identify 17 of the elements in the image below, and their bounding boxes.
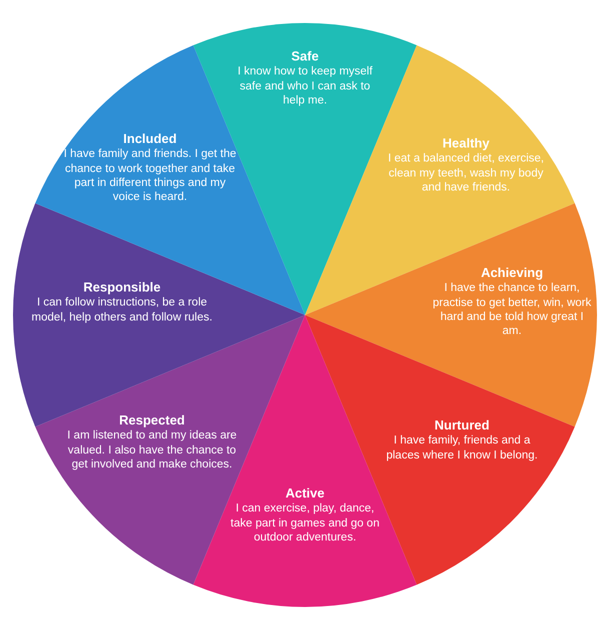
segment-title: Healthy (442, 135, 490, 152)
segment-title: Nurtured (434, 418, 490, 434)
segment-title: Achieving (480, 265, 544, 282)
segment-description: I know how to keep myself safe and who I can ask to help me. (236, 64, 374, 108)
segment-description: I have family and friends. I get the chance to work together and take part in different things and my voice is heard. (62, 147, 238, 205)
segment-description: I can follow instructions, be a role model, help others and follow rules. (30, 296, 214, 324)
segment-description: I can exercise, play, dance, take part in games and go on outdoor adventures. (230, 502, 380, 545)
segment-title: Responsible (82, 280, 162, 296)
segment-description: I have the chance to learn, practise to get better, win, work hard and be told how great I am. (432, 281, 592, 339)
segment-description: I have family, friends and a places where I know I belong. (385, 434, 539, 462)
segment-description: I am listened to and my ideas are valued. I also have the chance to get involved and make choices. (66, 428, 238, 472)
wheel-segment (13, 203, 305, 427)
segment-title: Respected (118, 412, 186, 429)
segment-title: Active (284, 485, 326, 502)
segment-description: I eat a balanced diet, exercise, clean my teeth, wash my body and have friends. (387, 152, 545, 195)
segment-title: Included (122, 131, 178, 148)
segment-title: Safe (290, 48, 320, 65)
